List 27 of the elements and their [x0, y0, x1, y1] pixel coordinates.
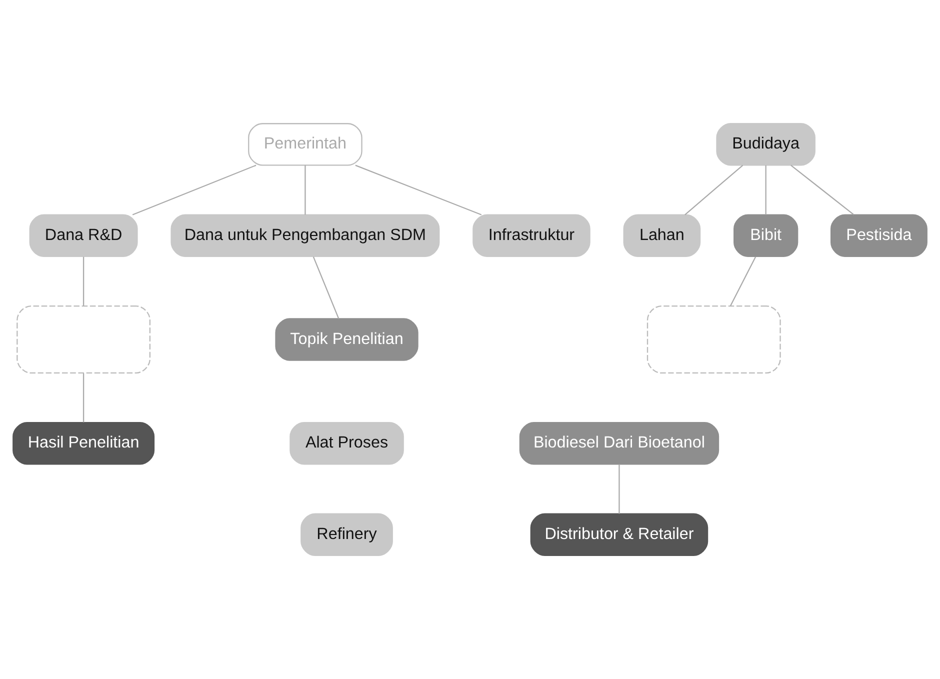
node-box: Pestisida [830, 214, 928, 257]
node-box: Refinery [300, 513, 393, 556]
connector [304, 165, 306, 215]
node-box: Infrastruktur [472, 214, 590, 257]
node-box [646, 305, 781, 374]
node-box: Distributor & Retailer [530, 513, 708, 556]
connector [765, 165, 766, 215]
connector [82, 373, 84, 422]
connector [684, 164, 744, 216]
node-box: Topik Penelitian [275, 318, 418, 361]
node-box: Lahan [623, 214, 701, 257]
node-box: Bibit [734, 214, 798, 257]
node-box [16, 305, 150, 374]
connector [82, 256, 84, 306]
connector [790, 164, 854, 216]
connector [312, 256, 340, 319]
connector [355, 164, 482, 216]
node-box: Dana untuk Pengembangan SDM [170, 214, 440, 257]
connector [132, 164, 256, 216]
connector [618, 464, 620, 514]
node-box: Budidaya [716, 123, 816, 166]
node-box: Dana R&D [29, 214, 138, 257]
node-box: Biodiesel Dari Bioetanol [519, 422, 720, 465]
node-box: Alat Proses [290, 422, 404, 465]
node-box: Hasil Penelitian [12, 422, 155, 465]
connector [730, 256, 756, 306]
node-box: Pemerintah [248, 123, 362, 166]
